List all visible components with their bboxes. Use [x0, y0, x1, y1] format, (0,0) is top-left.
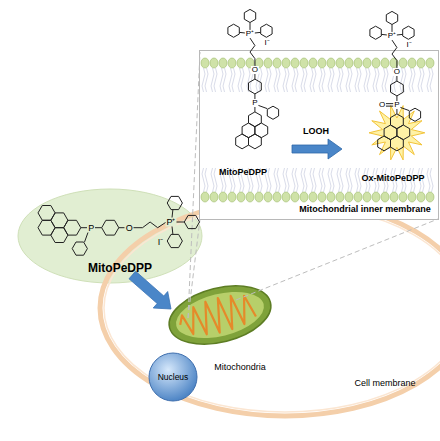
atom-label: I⁻ [157, 237, 165, 246]
atom-label: P [393, 101, 400, 109]
reaction-arrow [292, 139, 342, 159]
reagent-label: LOOH [302, 127, 330, 136]
inset-frame [200, 51, 439, 220]
ox-mitopedpp-structure [369, 11, 425, 160]
node-label: Mitochondrial inner membrane [299, 205, 431, 214]
zoom-line [188, 52, 438, 318]
fluorescence-glow [369, 106, 425, 160]
node-label: Cell membrane [354, 379, 415, 388]
atom-label: P⁺ [245, 30, 255, 38]
cell-membrane-ring [100, 200, 440, 416]
atom-label: P⁺ [165, 218, 176, 227]
lipid-bilayer [201, 58, 434, 202]
atom-label: P [87, 223, 95, 232]
mitochondrion: Mitochondria [165, 285, 275, 345]
atom-label: I⁻ [264, 39, 271, 47]
cell-outline: Cell membrane MitochondriaNucleus [95, 190, 440, 430]
node-label: Ox-MitoPeDPP [361, 174, 424, 183]
atom-label: P [251, 99, 258, 107]
atom-label: I⁻ [406, 41, 413, 49]
cell-membrane-inner [104, 204, 440, 412]
uptake-arrow [129, 271, 171, 309]
atom-label: P⁺ [387, 32, 397, 40]
nucleus-sphere [149, 353, 197, 401]
node-label: Nucleus [158, 373, 189, 382]
node-label: Mitochondria [214, 363, 266, 372]
mito-body [163, 276, 277, 354]
ellipse-fill [18, 189, 202, 283]
atom-label: O [251, 66, 259, 74]
atom-label: O [378, 101, 386, 109]
node-label: MitoPeDPP [219, 168, 267, 177]
atom-label: O [125, 223, 134, 232]
node-label: MitoPeDPP [88, 262, 152, 274]
atom-label: O [393, 68, 401, 76]
mitopedpp-structure [228, 9, 279, 148]
mitopedpp-structure [38, 196, 200, 255]
nucleus: Nucleus [148, 352, 198, 402]
compound-ellipse: MitoPeDPP [17, 188, 203, 284]
mitochondrion-shape [165, 285, 275, 345]
